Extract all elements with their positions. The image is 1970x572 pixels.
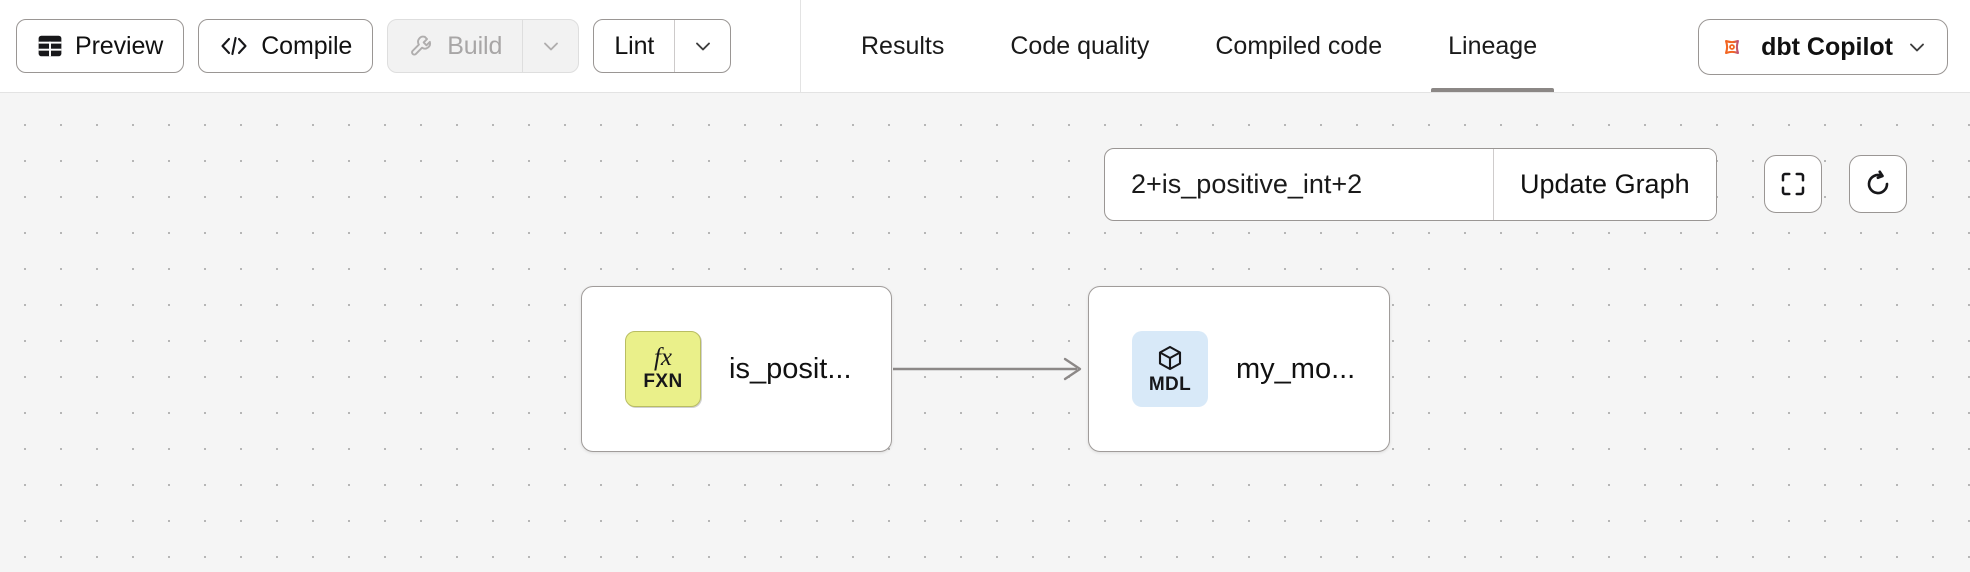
node-label: my_mo...	[1236, 352, 1356, 385]
build-button: Build	[388, 20, 522, 72]
compile-button[interactable]: Compile	[198, 19, 374, 73]
lint-dropdown-toggle[interactable]	[674, 20, 730, 72]
fit-view-button[interactable]	[1764, 155, 1822, 213]
tab-bar: Results Code quality Compiled code Linea…	[828, 0, 1570, 92]
dbt-copilot-button[interactable]: dbt Copilot	[1698, 19, 1948, 75]
code-icon	[219, 35, 249, 57]
chevron-down-icon	[695, 42, 710, 51]
function-node-badge: fx FXN	[625, 331, 701, 407]
lint-button[interactable]: Lint	[594, 20, 674, 72]
compile-button-label: Compile	[261, 31, 353, 60]
top-toolbar: Preview Compile	[0, 0, 1970, 93]
refresh-graph-button[interactable]	[1849, 155, 1907, 213]
lint-button-label: Lint	[614, 31, 655, 60]
build-button-group: Build	[387, 19, 580, 73]
chevron-down-icon	[1910, 43, 1924, 52]
wrench-icon	[408, 33, 435, 60]
update-graph-label: Update Graph	[1520, 169, 1690, 199]
tab-label: Lineage	[1448, 31, 1538, 60]
function-icon: fx	[654, 345, 672, 370]
tab-results[interactable]: Results	[828, 0, 977, 92]
lineage-node-my-model[interactable]: MDL my_mo...	[1088, 286, 1390, 452]
toolbar-actions: Preview Compile	[16, 0, 732, 92]
lineage-canvas[interactable]: Update Graph fx FXN	[0, 93, 1970, 572]
table-icon	[37, 33, 63, 59]
dbt-copilot-atom-icon	[1717, 32, 1747, 62]
function-glyph-label: fx	[653, 344, 673, 371]
refresh-icon	[1867, 170, 1889, 195]
tab-label: Compiled code	[1215, 31, 1383, 60]
cube-icon	[1155, 343, 1185, 373]
build-dropdown-toggle	[522, 20, 578, 72]
fit-view-icon	[1781, 172, 1805, 196]
arrow-right-icon	[1063, 357, 1082, 381]
graph-selector-input[interactable]	[1105, 149, 1493, 220]
preview-button-label: Preview	[75, 31, 164, 60]
graph-selector-bar: Update Graph	[1104, 148, 1717, 221]
model-node-badge: MDL	[1132, 331, 1208, 407]
node-badge-text: FXN	[643, 371, 683, 392]
lineage-node-is-positive-int[interactable]: fx FXN is_posit...	[581, 286, 892, 452]
build-button-label: Build	[447, 31, 503, 60]
dbt-copilot-label: dbt Copilot	[1761, 32, 1893, 61]
tab-compiled-code[interactable]: Compiled code	[1182, 0, 1415, 92]
node-badge-text: MDL	[1148, 373, 1192, 395]
tab-code-quality[interactable]: Code quality	[977, 0, 1182, 92]
tab-label: Code quality	[1010, 31, 1150, 60]
node-label: is_posit...	[729, 352, 852, 385]
chevron-down-icon	[543, 42, 558, 51]
tab-lineage[interactable]: Lineage	[1415, 0, 1570, 92]
tab-label: Results	[861, 31, 945, 60]
toolbar-divider	[800, 0, 801, 92]
preview-button[interactable]: Preview	[16, 19, 185, 73]
update-graph-button[interactable]: Update Graph	[1493, 149, 1716, 220]
lint-button-group[interactable]: Lint	[593, 19, 732, 73]
